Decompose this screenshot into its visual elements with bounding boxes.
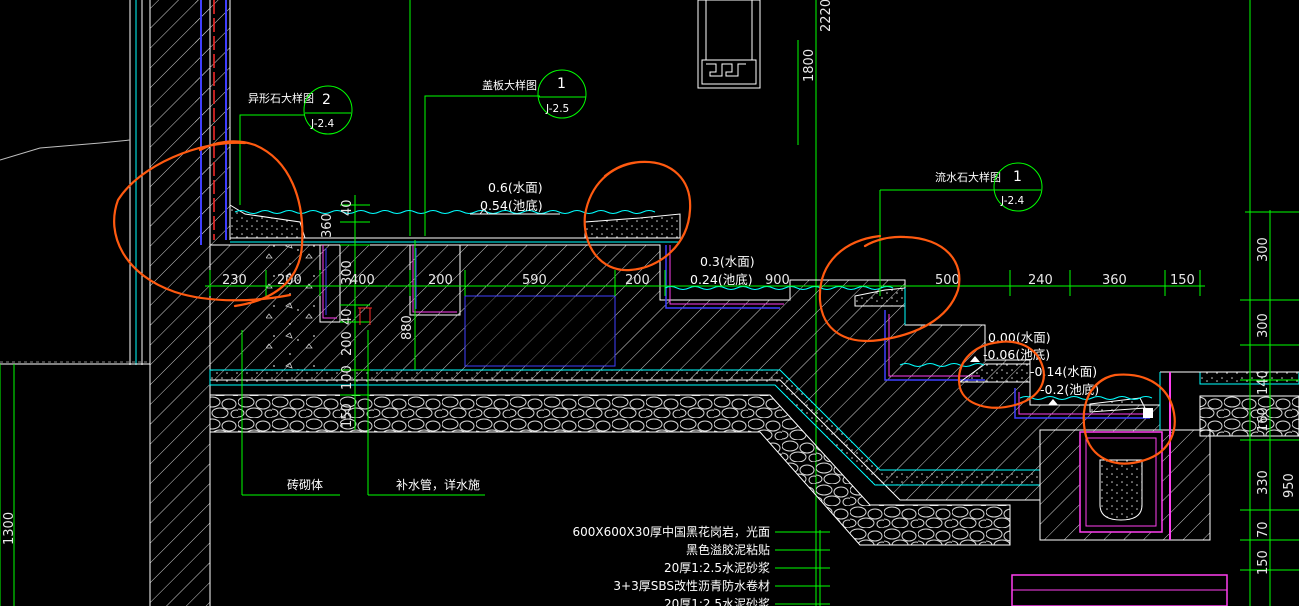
dim-v-mid-150: 150 xyxy=(340,403,355,428)
water-surfaces xyxy=(234,210,1161,430)
level-bottom-4: -0.2(池底) xyxy=(1040,382,1099,397)
callout-ref: J-2.4 xyxy=(1000,195,1025,207)
callout-number: 2 xyxy=(322,92,331,108)
dim-h-5: 200 xyxy=(625,273,650,288)
material-line-1: 黑色溢胶泥粘贴 xyxy=(686,542,770,557)
dim-v-left-total: 1300 xyxy=(2,512,17,545)
dim-h-8: 240 xyxy=(1028,273,1053,288)
level-bottom-2: 0.24(池底) xyxy=(690,272,753,287)
review-markups xyxy=(113,140,1176,465)
dim-v-right-total: 950 xyxy=(1282,473,1297,498)
callout-label: 异形石大样图 xyxy=(248,91,314,105)
callout-bubble-2[interactable]: 盖板大样图 1 J-2.5 xyxy=(482,69,587,119)
callout-label: 盖板大样图 xyxy=(482,78,537,92)
note-pipe: 补水管，详水施 xyxy=(396,477,480,492)
dim-h-10: 150 xyxy=(1170,273,1195,288)
markup-circle-3 xyxy=(818,234,961,343)
note-masonry: 砖砌体 xyxy=(287,477,323,492)
coping-stones xyxy=(229,204,1146,413)
level-bottom-1: 0.54(池底) xyxy=(480,198,543,213)
dim-v-right-2: 140 xyxy=(1256,370,1271,395)
dim-v-right-5: 70 xyxy=(1256,521,1271,538)
dimension-lines xyxy=(205,0,1299,606)
drain-channel xyxy=(1011,372,1228,606)
dim-v-top-40: 40 xyxy=(340,199,355,216)
markup-circle-4 xyxy=(957,340,1045,409)
dimension-text-vertical: 40 360 300 200 40 100 150 880 1800 2220 … xyxy=(2,0,1297,575)
material-line-2: 20厚1:2.5水泥砂浆 xyxy=(664,560,770,575)
dim-v-mid-200: 200 xyxy=(340,331,355,356)
dim-h-6: 900 xyxy=(765,273,790,288)
dim-v-mid-100: 100 xyxy=(340,365,355,390)
level-water-2: 0.3(水面) xyxy=(700,254,755,269)
dim-h-4: 590 xyxy=(522,273,547,288)
dim-v-1800: 1800 xyxy=(802,49,817,82)
level-water-1: 0.6(水面) xyxy=(488,180,543,195)
dim-v-2220: 2220 xyxy=(819,0,834,32)
level-water-4: -0.14(水面) xyxy=(1030,364,1097,379)
dim-h-0: 230 xyxy=(222,273,247,288)
callout-ref: J-2.4 xyxy=(310,118,335,130)
callout-bubble-3[interactable]: 流水石大样图 1 J-2.4 xyxy=(935,162,1043,212)
dim-v-pipe: 880 xyxy=(400,315,415,340)
markup-circle-5 xyxy=(1082,373,1176,465)
dim-v-right-6: 150 xyxy=(1256,550,1271,575)
left-wall xyxy=(0,0,231,606)
callout-number: 1 xyxy=(557,76,566,92)
markup-circle-1 xyxy=(113,140,304,308)
dimension-text-horizontal: 230 200 400 200 590 200 900 500 240 360 … xyxy=(222,273,1195,288)
dim-v-right-3: 160 xyxy=(1256,407,1271,432)
callout-number: 1 xyxy=(1013,169,1022,185)
markup-circle-2 xyxy=(583,160,692,272)
dim-v-mid-300: 300 xyxy=(340,260,355,285)
leader-notes: 砖砌体 补水管，详水施 xyxy=(287,477,480,492)
callout-label: 流水石大样图 xyxy=(935,170,1001,184)
dim-h-9: 360 xyxy=(1102,273,1127,288)
material-line-3: 3+3厚SBS改性沥青防水卷材 xyxy=(613,578,770,593)
dim-h-2: 400 xyxy=(350,273,375,288)
material-list: 600X600X30厚中国黑花岗岩，光面 黑色溢胶泥粘贴 20厚1:2.5水泥砂… xyxy=(572,524,770,606)
material-line-0: 600X600X30厚中国黑花岗岩，光面 xyxy=(572,524,770,539)
dim-h-7: 500 xyxy=(935,273,960,288)
dim-v-right-4: 330 xyxy=(1256,470,1271,495)
dim-v-top-360: 360 xyxy=(320,213,335,238)
dim-v-right-1: 300 xyxy=(1256,313,1271,338)
callout-ref: J-2.5 xyxy=(545,103,569,115)
callout-bubble-1[interactable]: 异形石大样图 2 J-2.4 xyxy=(248,85,353,135)
material-line-4: 20厚1:2.5水泥砂浆 xyxy=(664,596,770,606)
dim-h-3: 200 xyxy=(428,273,453,288)
dim-v-right-0: 300 xyxy=(1256,237,1271,262)
dim-v-mid-40: 40 xyxy=(340,308,355,325)
